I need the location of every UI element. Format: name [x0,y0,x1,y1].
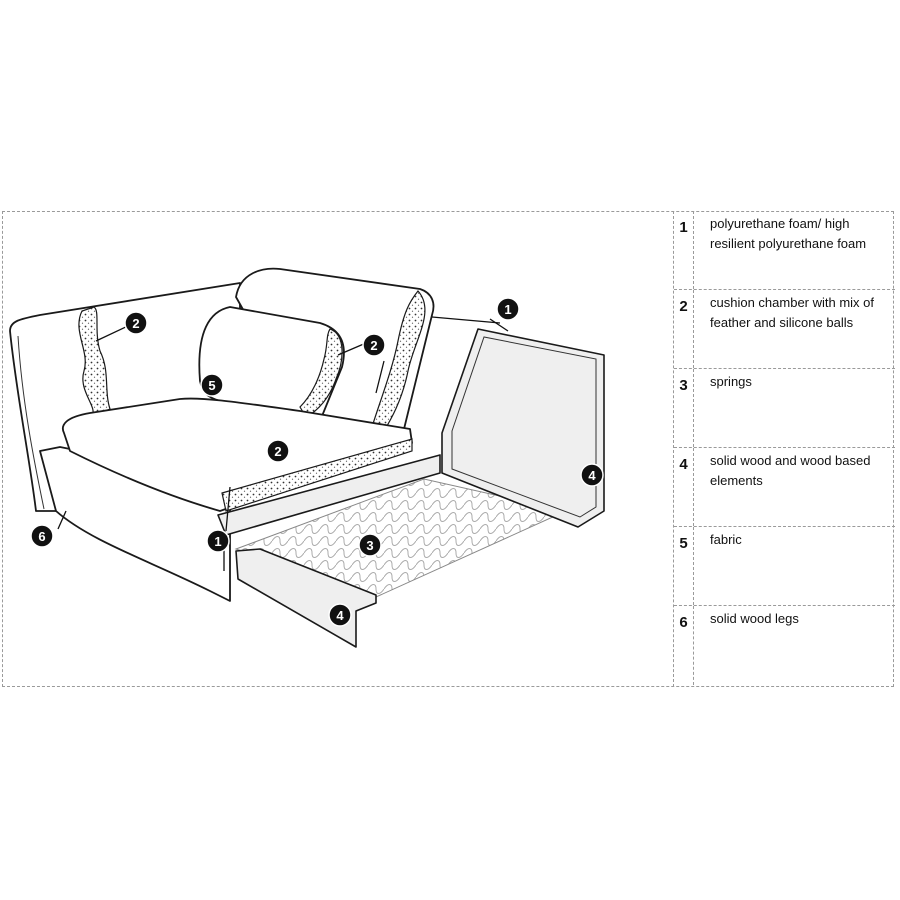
legend-number: 3 [674,369,694,447]
diagram-frame [2,211,894,687]
legend-description: springs [710,374,752,389]
seat-frame [217,454,441,536]
svg-text:4: 4 [588,468,596,483]
callout-2-arm: 2 [124,311,148,335]
legend-row: 1 polyurethane foam/ high resilient poly… [674,211,895,290]
svg-text:5: 5 [208,378,215,393]
callout-2-seat: 2 [266,439,290,463]
callout-1-foam-seat: 1 [206,529,230,553]
leader-lines [57,316,509,571]
side-wood-panel [441,328,605,528]
legend-row: 4 solid wood and wood based elements [674,448,895,527]
callout-6-legs: 6 [30,524,54,548]
legend-row: 5 fabric [674,527,895,606]
svg-text:2: 2 [274,444,281,459]
svg-text:2: 2 [132,316,139,331]
legend-table: 1 polyurethane foam/ high resilient poly… [673,211,895,687]
callout-5-fabric: 5 [200,373,224,397]
callout-4-side-panel: 4 [580,463,604,487]
legend-description: solid wood legs [710,611,799,626]
svg-text:1: 1 [214,534,221,549]
callout-4-front-rail: 4 [328,603,352,627]
callout-3-springs: 3 [358,533,382,557]
legend-number: 2 [674,290,694,368]
legend-row: 6 solid wood legs [674,606,895,685]
legend-row: 3 springs [674,369,895,448]
legend-number: 1 [674,211,694,289]
seat-cushion [62,397,413,512]
svg-text:2: 2 [370,338,377,353]
sofa-exploded-diagram: 1 1 2 2 2 3 4 4 5 6 [9,267,605,648]
callout-1-foam-top: 1 [496,297,520,321]
callout-2-back: 2 [362,333,386,357]
svg-text:1: 1 [504,302,511,317]
legend-number: 4 [674,448,694,526]
legend-description: solid wood and wood based elements [710,453,871,488]
legend-number: 5 [674,527,694,605]
svg-text:3: 3 [366,538,373,553]
legend-number: 6 [674,606,694,685]
svg-text:4: 4 [336,608,344,623]
legend-description: polyurethane foam/ high resilient polyur… [710,216,867,251]
seat-chamber [221,438,413,512]
legend-row: 2 cushion chamber with mix of feather an… [674,290,895,369]
legend-description: fabric [710,532,742,547]
svg-text:6: 6 [38,529,45,544]
legend-description: cushion chamber with mix of feather and … [710,295,875,330]
